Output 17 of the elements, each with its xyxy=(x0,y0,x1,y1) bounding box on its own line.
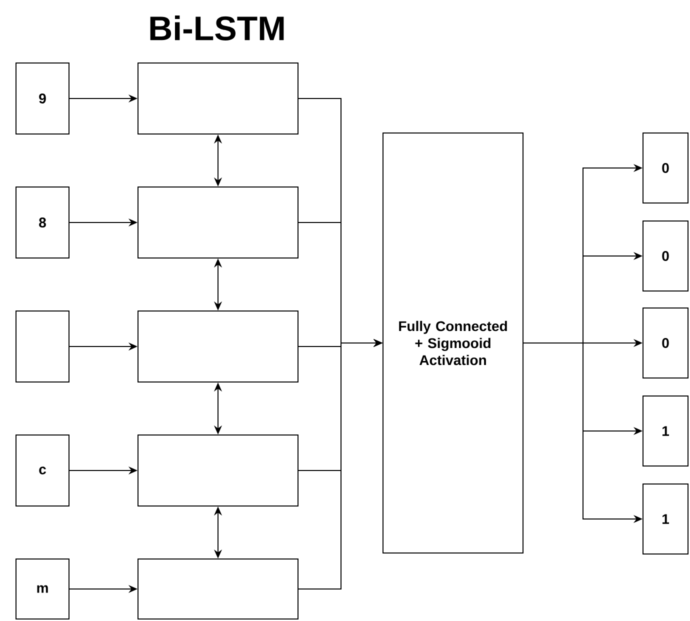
lstm-box xyxy=(138,186,298,258)
lstm-box xyxy=(138,558,298,620)
output-box: 1 xyxy=(642,396,688,466)
output-box: 0 xyxy=(642,220,688,292)
output-box: 0 xyxy=(642,308,688,378)
lstm-box xyxy=(138,310,298,382)
input-box: c xyxy=(16,434,70,506)
output-box: 1 xyxy=(642,484,688,554)
input-box: 9 xyxy=(16,62,70,134)
layer-box: Fully Connected + Sigmooid Activation xyxy=(382,132,524,554)
lstm-box xyxy=(138,62,298,134)
input-box: m xyxy=(16,558,70,620)
lstm-box xyxy=(138,434,298,506)
input-box: 8 xyxy=(16,186,70,258)
title: Bi-LSTM xyxy=(150,16,284,40)
input-box xyxy=(16,310,70,382)
output-box: 0 xyxy=(642,132,688,204)
